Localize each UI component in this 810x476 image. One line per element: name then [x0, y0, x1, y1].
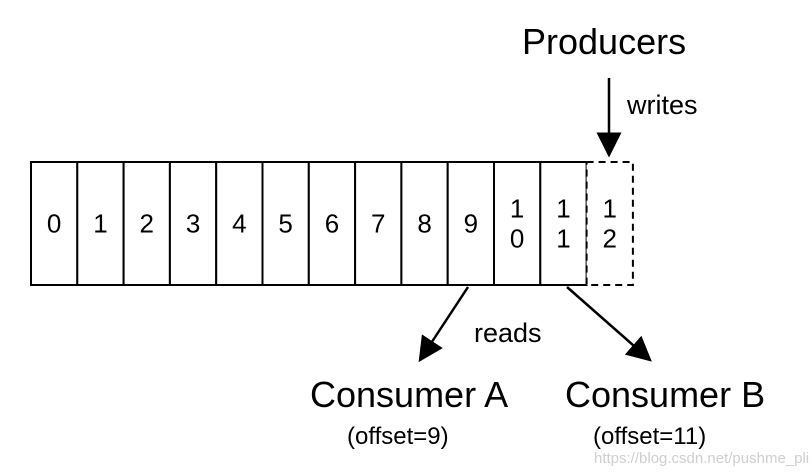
log-cell: 9 [446, 161, 496, 286]
cell-offset-digit: 9 [464, 209, 478, 239]
cell-border [400, 161, 449, 286]
log-cell: 4 [215, 161, 264, 286]
watermark: https://blog.csdn.net/pushme_pli [594, 450, 810, 467]
cell-border [122, 161, 171, 286]
log-cell: 0 [30, 161, 79, 286]
cell-offset-digit: 1 [603, 194, 617, 224]
writes-label: writes [627, 90, 698, 120]
consumer-a-offset: (offset=9) [347, 423, 449, 450]
log-cell: 8 [400, 161, 449, 286]
cell-offset-digit: 1 [510, 194, 524, 224]
cell-border [307, 161, 357, 286]
cell-offset-digit: 3 [186, 209, 200, 239]
cell-border [76, 161, 125, 286]
consumer-b-read-arrow [566, 286, 652, 362]
reads-label: reads [474, 318, 542, 348]
cell-offset-digit: 0 [47, 209, 61, 239]
log-cell: 7 [354, 161, 403, 286]
cell-offset-digit: 2 [140, 209, 154, 239]
log-cell: 5 [261, 161, 310, 286]
cell-offset-digit: 1 [93, 209, 107, 239]
cell-border [354, 161, 403, 286]
cell-offset-digit: 4 [232, 209, 246, 239]
producers-title: Producers [522, 21, 687, 62]
cell-offset-digit: 1 [556, 194, 570, 224]
cell-offset-digit: 6 [325, 209, 339, 239]
cell-offset-digit: 2 [603, 224, 617, 254]
log-cell: 11 [539, 161, 588, 286]
cell-offset-digit: 0 [510, 224, 524, 254]
log-cell: 10 [493, 161, 542, 286]
consumer-a-read-arrow [418, 286, 470, 363]
log-cell: 1 [76, 161, 125, 286]
cell-border [215, 161, 264, 286]
cell-offset-digit: 1 [556, 224, 570, 254]
cell-border [30, 161, 79, 286]
cell-offset-digit: 7 [371, 209, 385, 239]
cell-offset-digit: 5 [278, 209, 292, 239]
cell-offset-digit: 8 [417, 209, 431, 239]
pending-cell-border [585, 161, 634, 286]
log-cell: 2 [122, 161, 171, 286]
log-cell: 6 [307, 161, 357, 286]
cell-border [493, 161, 542, 286]
log-cell: 3 [168, 161, 218, 286]
log-cell: 12 [585, 161, 634, 286]
consumer-b-name: Consumer B [565, 374, 766, 415]
consumer-b-offset: (offset=11) [593, 423, 707, 450]
consumer-a-name: Consumer A [310, 374, 509, 415]
